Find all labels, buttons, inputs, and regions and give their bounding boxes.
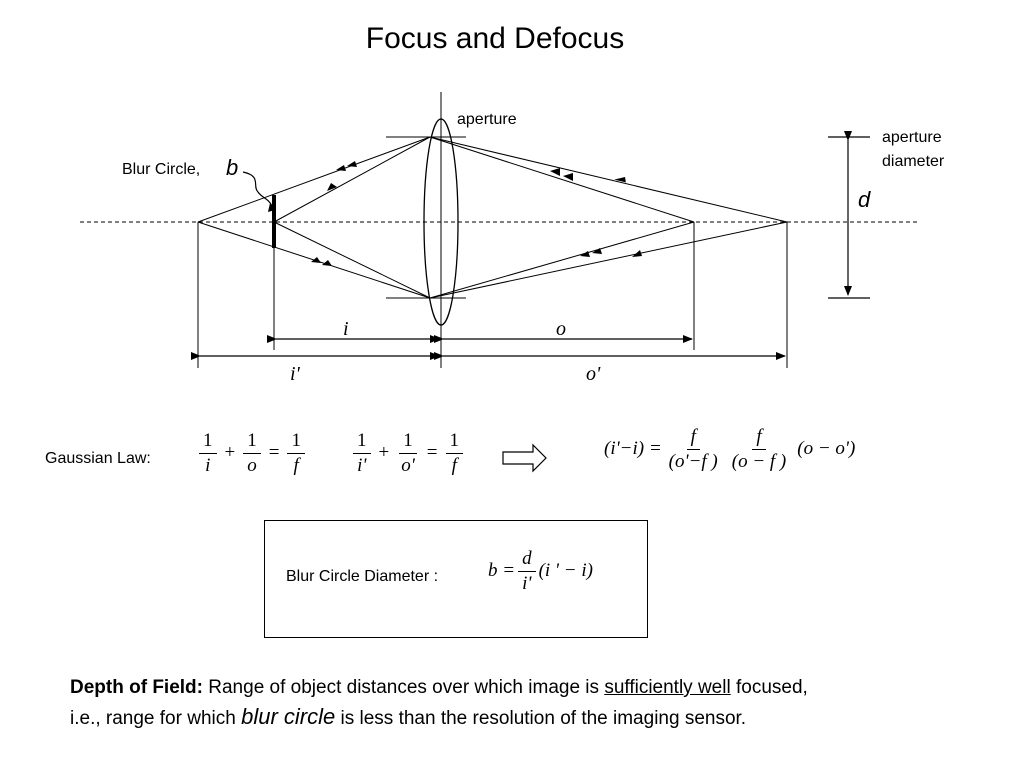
dof-text-4: is less than the resolution of the imagi… (340, 708, 747, 729)
defocus-result-equation: (i'−i) = f(o'−f ) f(o − f ) (o − o') (604, 426, 856, 472)
ray-arrows (311, 161, 642, 266)
o-label: o (556, 318, 566, 340)
i-prime-label: i' (290, 363, 300, 385)
blur-circle-pointer (242, 171, 273, 207)
aperture-diameter-label-line2: diameter (882, 153, 945, 170)
dof-underlined: sufficiently well (604, 677, 731, 698)
blur-circle-symbol: b (226, 155, 239, 180)
dof-text-2: focused, (735, 677, 808, 698)
depth-of-field-text: Depth of Field: Range of object distance… (70, 673, 970, 733)
blur-formula-box (264, 520, 648, 638)
dof-heading: Depth of Field: (70, 677, 203, 698)
slide-title: Focus and Defocus (365, 22, 625, 55)
implies-arrow (502, 443, 547, 473)
aperture-diameter-marker (828, 131, 870, 299)
aperture-label: aperture (457, 111, 517, 128)
blur-circle-label: Blur Circle, (122, 161, 201, 178)
aperture-diameter-label-line1: aperture (882, 129, 942, 146)
i-label: i (343, 318, 349, 340)
dof-emphasis: blur circle (241, 704, 336, 729)
diameter-symbol: d (858, 187, 871, 212)
object-rays (429, 136, 788, 299)
dof-text-1: Range of object distances over which ima… (208, 677, 600, 698)
dof-text-3: i.e., range for which (70, 708, 236, 729)
dimension-arrows (191, 335, 786, 360)
gaussian-law-label: Gaussian Law: (45, 450, 151, 467)
o-prime-label: o' (586, 363, 601, 385)
extension-lines (197, 222, 788, 368)
blur-diameter-label: Blur Circle Diameter : (286, 568, 439, 585)
